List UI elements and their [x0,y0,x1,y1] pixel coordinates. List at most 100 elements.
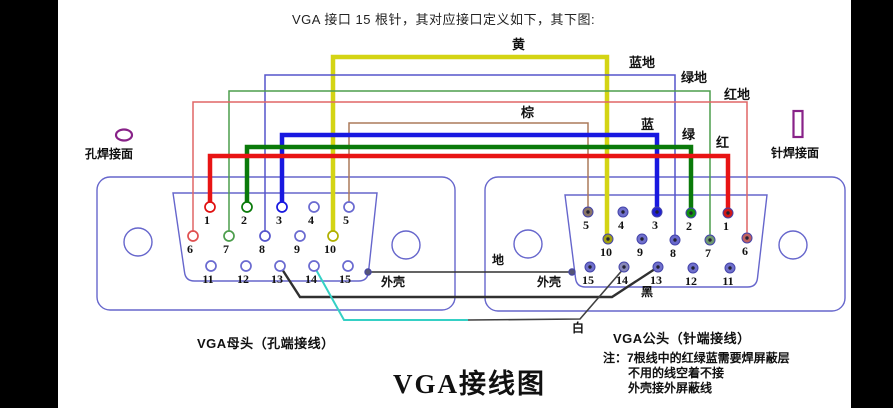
female-pin-label-9: 9 [294,242,300,256]
male-pin-center-9 [640,237,644,241]
male-connector-caption: VGA公头（针端接线） [613,331,751,346]
male-screw-hole-left [513,229,543,259]
pin-solder-face-icon [792,109,804,139]
male-pin-center-13 [656,265,660,269]
male-pin-label-1: 1 [723,219,729,233]
note-line-3: 外壳接外屏蔽线 [628,381,713,395]
note-line-1: 注：7根线中的红绿蓝需要焊屏蔽层 [603,351,790,365]
male-pin-label-6: 6 [742,244,748,258]
white-wire-label: 白 [572,321,585,335]
female-pin-label-2: 2 [241,213,247,227]
male-pin-label-13: 13 [650,273,662,287]
male-pin-label-9: 9 [637,245,643,259]
male-pin-center-12 [691,266,695,270]
male-pin-center-4 [621,210,625,214]
female-pin-14 [308,260,320,272]
female-pin-7 [223,230,235,242]
female-connector-caption: VGA母头（孔端接线） [197,336,335,351]
female-screw-hole-left [123,227,153,257]
page-title: VGA 接口 15 根针，其对应接口定义如下，其下图: [292,12,596,27]
female-pin-label-4: 4 [308,213,314,227]
female-pin-label-3: 3 [276,213,282,227]
wire-black [278,265,659,299]
female-pin-9 [294,230,306,242]
male-pin-label-2: 2 [686,219,692,233]
hole-solder-face-icon [114,128,134,142]
male-pin-center-14 [622,265,626,269]
wire-white-cyan-segment [313,265,468,321]
female-pin-5 [343,201,355,213]
male-pin-label-8: 8 [670,246,676,260]
female-pin-label-13: 13 [271,272,283,286]
female-pin-11 [205,260,217,272]
male-shell-point [568,268,576,276]
male-pin-center-11 [728,266,732,270]
wire-label-green-ground: 绿地 [681,70,708,85]
female-pin-label-11: 11 [202,272,213,286]
wire-red [207,153,731,213]
male-connector-dsub [564,194,768,288]
wires-layer [192,54,748,321]
wire-green-ground [228,90,711,240]
female-pin-4 [308,201,320,213]
female-screw-hole-right [391,230,421,260]
female-pin-label-10: 10 [324,242,336,256]
wire-blue [279,132,660,212]
male-pin-center-10 [606,237,610,241]
wire-red-ground [192,101,748,238]
shell-label-right: 外壳 [537,275,562,289]
pin-solder-face-label: 针焊接面 [771,146,820,160]
female-pin-label-14: 14 [305,272,317,286]
male-pin-center-6 [745,236,749,240]
wire-label-red-ground: 红地 [724,87,751,102]
wire-white [467,266,626,321]
male-pin-label-3: 3 [652,218,658,232]
male-pin-center-2 [689,211,693,215]
female-pin-15 [342,260,354,272]
female-pin-label-6: 6 [187,242,193,256]
male-pin-center-15 [588,265,592,269]
female-pin-3 [276,201,288,213]
wire-green [244,144,694,213]
female-pin-label-8: 8 [259,242,265,256]
ground-label: 地 [492,253,505,267]
black-wire-label: 黑 [641,285,654,299]
female-pin-label-5: 5 [343,213,349,227]
wire-label-blue: 蓝 [641,117,655,132]
wire-label-green: 绿 [682,127,696,142]
female-pin-12 [240,260,252,272]
female-pin-label-1: 1 [204,213,210,227]
wire-brown [348,122,589,212]
male-screw-hole-right [778,230,808,260]
main-title: VGA接线图 [393,369,546,399]
male-pin-label-12: 12 [685,274,697,288]
hole-solder-face-label: 孔焊接面 [85,147,134,161]
male-pin-label-14: 14 [616,273,628,287]
male-pin-center-7 [708,238,712,242]
female-pin-13 [274,260,286,272]
wire-label-red: 红 [716,135,730,150]
male-pin-center-1 [726,211,730,215]
female-shell-point [364,268,372,276]
note-block: 注：7根线中的红绿蓝需要焊屏蔽层 不用的线空着不接 外壳接外屏蔽线 [603,351,790,396]
female-pin-8 [259,230,271,242]
note-line-2: 不用的线空着不接 [628,366,725,380]
wire-label-brown: 棕 [521,105,535,120]
male-pin-label-4: 4 [618,218,624,232]
shell-label-left: 外壳 [381,275,406,289]
female-pin-label-12: 12 [237,272,249,286]
female-pin-10 [327,230,339,242]
male-pin-label-15: 15 [582,273,594,287]
male-pin-label-10: 10 [600,245,612,259]
male-pin-label-7: 7 [705,246,711,260]
male-pin-center-5 [586,210,590,214]
female-pin-2 [241,201,253,213]
wire-label-blue-ground: 蓝地 [629,55,656,70]
female-pin-6 [187,230,199,242]
male-pin-label-11: 11 [722,274,733,288]
female-pin-1 [204,201,216,213]
male-pin-center-3 [655,210,659,214]
